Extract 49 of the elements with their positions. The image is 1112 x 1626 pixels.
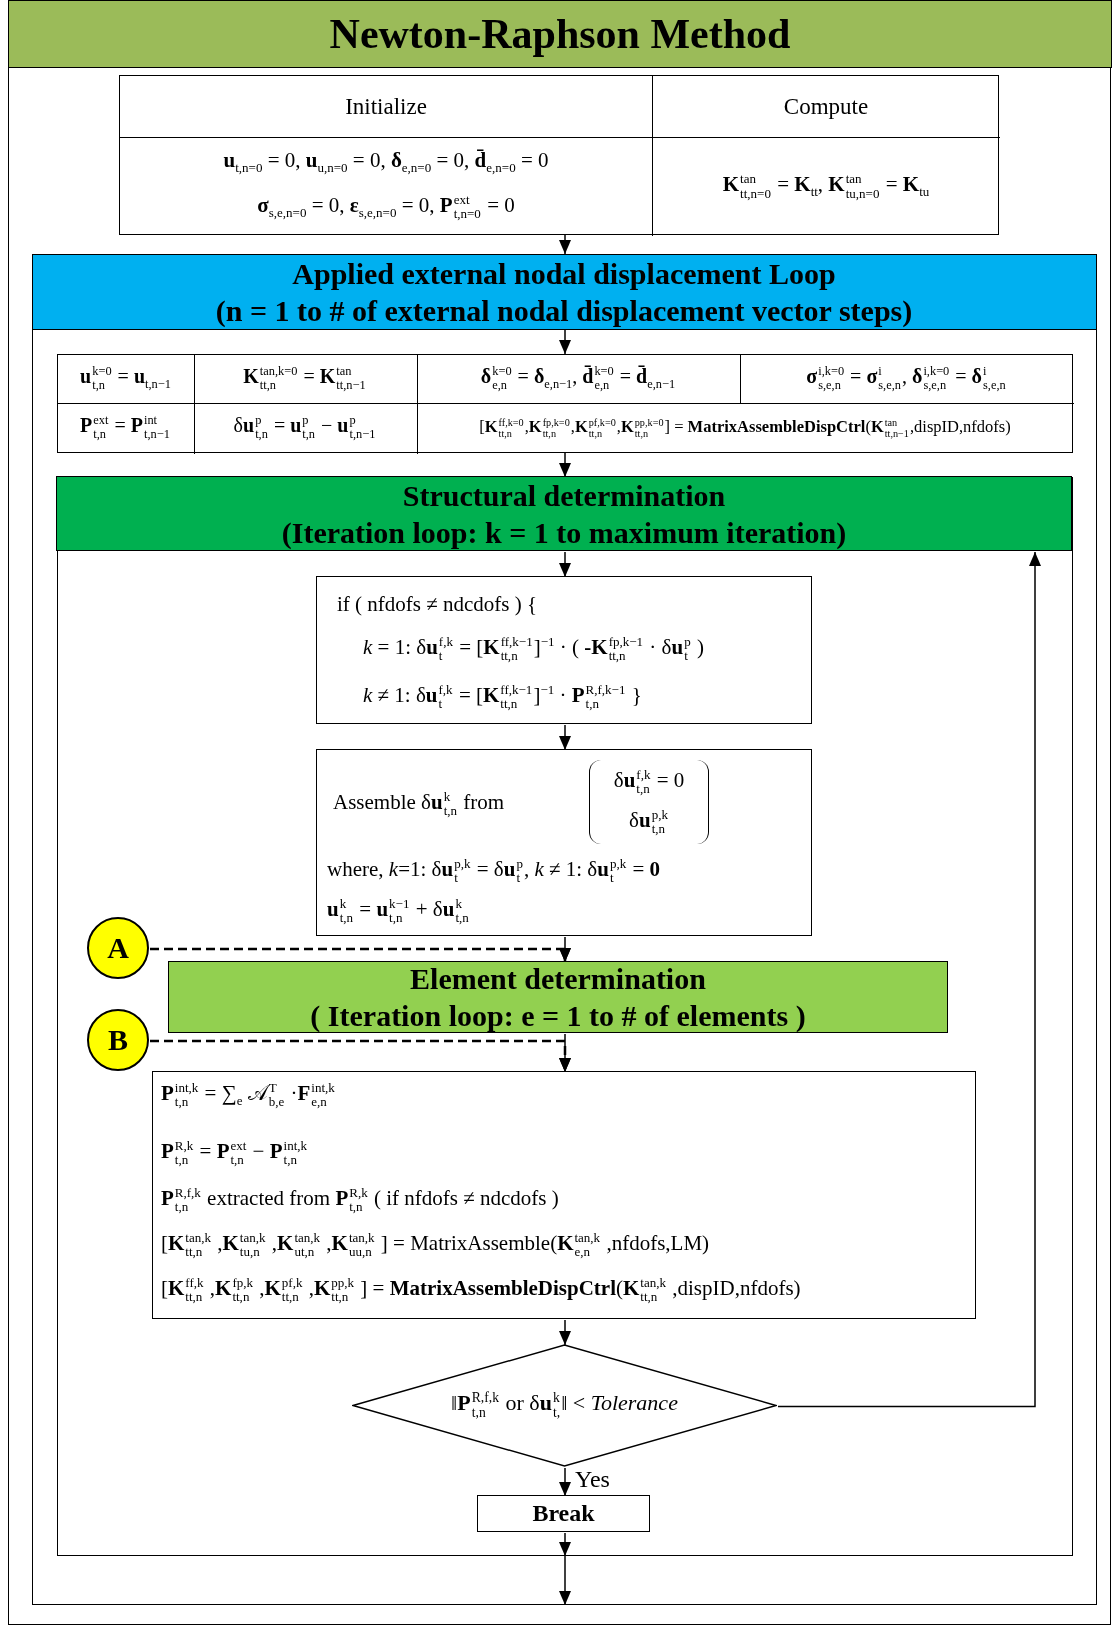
formula: K$^{tan}$$_{tt,n=0}$ = K$_{tt}$, K$^{tan}$$_{tu,n=0}$ = K$_{tu}$ (722, 172, 930, 201)
element-header-band (168, 961, 948, 1033)
update-table (56, 353, 1073, 453)
formula: δ$^{k=0}$$_{e,n}$ = δ$_{e,n−1}$, d̄$^{k=0}$$_{e,n}$ = d̄$_{e,n−1}$ (480, 364, 676, 393)
arrow (559, 724, 571, 751)
column-heading: Initialize (345, 93, 427, 120)
formula: [K$^{tan,k}$$_{tt,n}$ ,K$^{tan,k}$$_{tu,n}$ ,K$^{tan,k}$$_{ut,n}$ ,K$^{tan,k}$$_{uu,n}$ ] = MatrixAssemble(K$^{tan,k}$$_{e,n}$ ,nfdofs,LM) (161, 1230, 710, 1260)
header-text: ( Iteration loop: e = 1 to # of elements ) (309, 998, 807, 1034)
iteration-frame (56, 476, 1073, 1556)
header-text: Structural determination (401, 477, 727, 514)
dashed-arrow (150, 947, 571, 962)
formula: δu$^{f,k}$$_{t,n}$ = 0 (613, 767, 685, 797)
statement: if ( nfdofs ≠ ndcdofs ) { (337, 591, 538, 617)
arrow (559, 452, 571, 478)
header-text: Element determination (409, 961, 707, 997)
formula: P$^{R,f,k}$$_{t,n}$ extracted from P$^{R,k}$$_{t,n}$ ( if nfdofs ≠ ndcdofs ) (161, 1185, 559, 1215)
loop-header-band (31, 253, 1097, 330)
connector-circle: A (87, 917, 149, 979)
arrow (559, 1532, 571, 1557)
column-heading: Compute (783, 93, 869, 120)
process-box (316, 749, 812, 936)
process-box (152, 1071, 976, 1319)
formula: [K$^{ff,k}$$_{tt,n}$ ,K$^{fp,k}$$_{tt,n}$ ,K$^{pf,k}$$_{tt,n}$ ,K$^{pp,k}$$_{tt,n}$ ] = MatrixAssembleDispCtrl(K$^{tan,k}$$_{tt,n}$ ,dispID,nfdofs) (161, 1275, 801, 1305)
formula: σ$_{s,e,n=0}$ = 0, ε$_{s,e,n=0}$ = 0, P$^{ext}$$_{t,n=0}$ = 0 (257, 192, 515, 222)
process-box (316, 576, 812, 724)
initialization-table (119, 75, 999, 235)
header-text: (n = 1 to # of external nodal displacement vector steps) (214, 292, 914, 329)
dashed-arrow (150, 1039, 571, 1072)
arrow (559, 551, 571, 578)
formula: u$^{k=0}$$_{t,n}$ = u$_{t,n−1}$ (80, 364, 171, 393)
header-text: (Iteration loop: k = 1 to maximum iteration) (280, 514, 848, 551)
loop-frame (32, 254, 1097, 1605)
arrow (559, 234, 571, 255)
decision-diamond (352, 1344, 777, 1467)
title: Newton-Raphson Method (329, 10, 791, 58)
header-text: Applied external nodal displacement Loop (291, 255, 837, 292)
arrow (559, 1555, 571, 1606)
arrow (559, 329, 571, 355)
arrow (559, 1319, 571, 1346)
connector-circle: B (87, 1009, 149, 1071)
iteration-header-band (56, 476, 1072, 551)
formula: [K$^{ff,k=0}$$_{tt,n}$,K$^{fp,k=0}$$_{tt,n}$,K$^{pf,k=0}$$_{tt,n}$,K$^{pp,k=0}$$_{tt,n}$] = MatrixAssembleDispCtrl(K$^{tan}$$_{tt,n−1}$,dispID,nfdofs) (479, 416, 1011, 440)
formula: u$_{t,n=0}$ = 0, u$_{u,n=0}$ = 0, δ$_{e,n=0}$ = 0, d̄$_{e,n=0}$ = 0 (223, 147, 549, 177)
statement: where, k=1: δu$^{p,k}$$_{t}$ = δu$^{p}$$_{t}$, k ≠ 1: δu$^{p,k}$$_{t}$ = 0 (327, 856, 661, 886)
arrow (559, 1467, 571, 1497)
arrow (777, 551, 1041, 1408)
break-box: Break (477, 1495, 650, 1532)
statement: Assemble δu$^{k}$$_{t,n}$ from (333, 789, 505, 819)
condition-formula: ‖P$^{R,f,k}$$_{t,n}$ or δu$^{k}$$_{t,}$‖ < Tolerance (451, 1390, 678, 1420)
